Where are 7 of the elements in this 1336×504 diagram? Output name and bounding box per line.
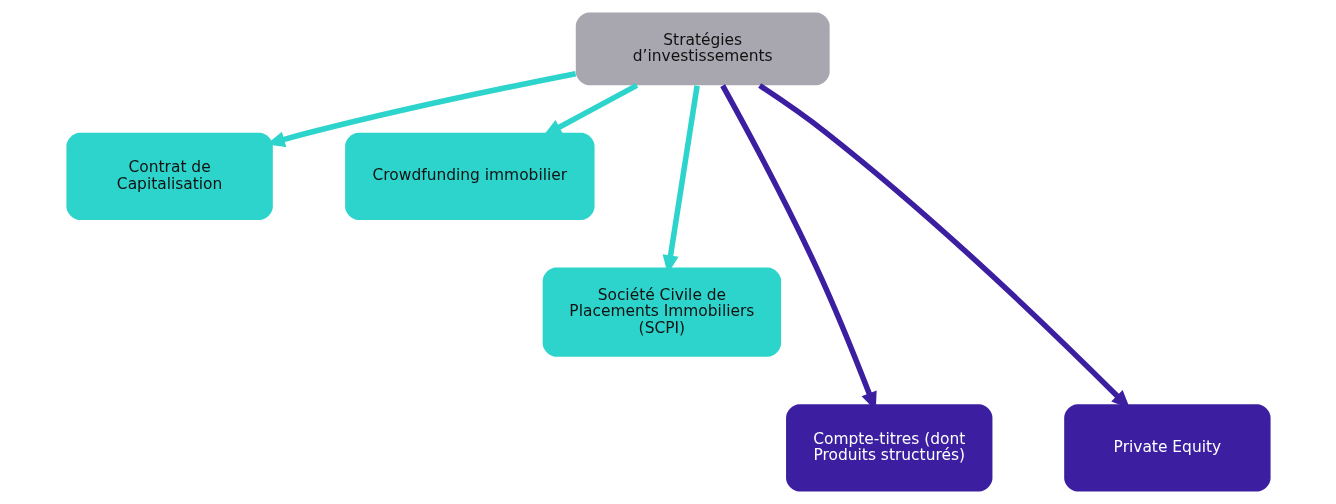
node-box: Crowdfunding immobilier <box>344 132 595 220</box>
node-box: Compte-titres (dont Produits structurés) <box>785 404 992 492</box>
node-box: Société Civile de Placements Immobiliers (SCPI) <box>542 267 781 357</box>
node-box: Contrat de Capitalisation <box>65 132 273 220</box>
node-box: Private Equity <box>1063 404 1271 492</box>
arrow <box>542 83 638 136</box>
node-box: Stratégies d’investissements <box>575 12 830 86</box>
